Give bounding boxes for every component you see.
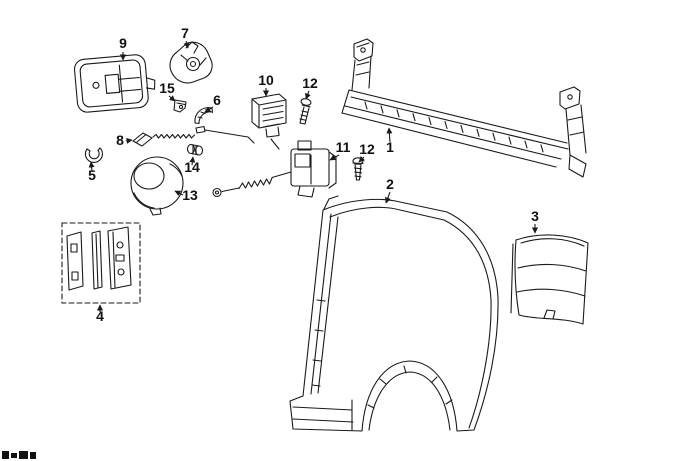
part-filler-housing [130, 156, 184, 216]
part-label-10: 10 [258, 72, 274, 88]
part-screw-lower [352, 157, 364, 181]
part-lock-actuator [212, 140, 337, 198]
part-screw-upper [299, 98, 312, 125]
part-quarter-panel [289, 195, 499, 432]
part-label-8: 8 [116, 132, 124, 148]
part-label-12a: 12 [302, 75, 318, 91]
part-actuator-motor [251, 93, 287, 150]
part-cable [152, 125, 255, 144]
part-bracket [169, 41, 213, 84]
part-label-13: 13 [182, 187, 198, 203]
part-c-clip [84, 147, 103, 163]
part-label-2: 2 [386, 176, 394, 192]
part-block [132, 132, 153, 147]
part-panel-section [510, 234, 589, 325]
part-label-15: 15 [159, 80, 175, 96]
part-curved-guide [194, 107, 214, 125]
part-bushing [186, 143, 204, 156]
part-label-12b: 12 [359, 141, 375, 157]
part-fuel-filler-flap [73, 54, 156, 113]
part-tail-panel [341, 38, 587, 178]
part-label-6: 6 [213, 92, 221, 108]
part-label-11: 11 [336, 139, 351, 155]
leader-lines [88, 40, 539, 312]
corner-mark [2, 451, 36, 459]
part-label-14: 14 [184, 159, 200, 175]
part-label-9: 9 [119, 35, 127, 51]
part-label-7: 7 [181, 25, 189, 41]
part-bracket-set [61, 222, 141, 304]
part-label-4: 4 [96, 308, 104, 324]
part-label-3: 3 [531, 208, 539, 224]
part-clip-small [173, 99, 187, 113]
part-label-5: 5 [88, 167, 96, 183]
part-label-1: 1 [386, 139, 394, 155]
